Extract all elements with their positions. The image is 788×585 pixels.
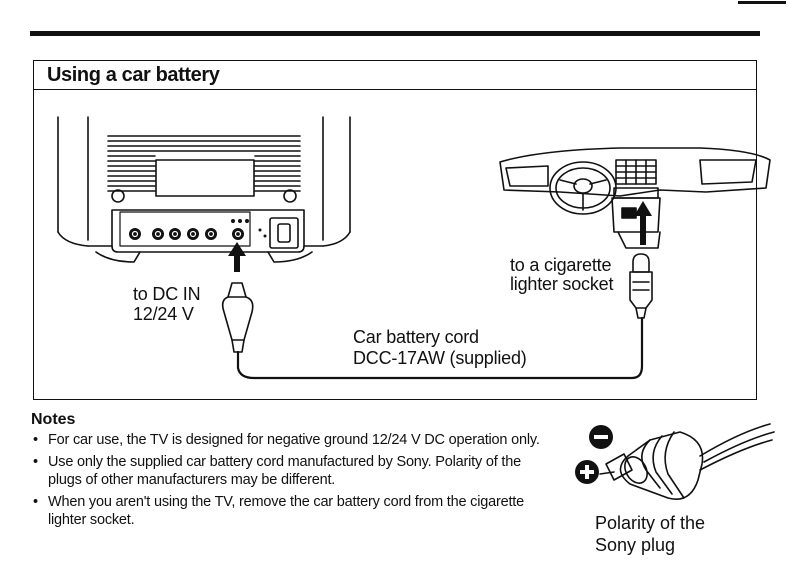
note-item: • Use only the supplied car battery cord… <box>31 453 551 490</box>
top-rule <box>30 31 760 36</box>
bullet-icon: • <box>33 453 38 470</box>
arrow-to-dc-in <box>228 242 246 272</box>
car-dashboard-illustration <box>499 147 771 249</box>
socket-label-line2: lighter socket <box>510 274 614 294</box>
car-battery-cord <box>236 316 644 380</box>
bullet-icon: • <box>33 432 38 448</box>
bullet-icon: • <box>33 493 38 510</box>
polarity-symbols <box>575 425 613 484</box>
sony-plug-illustration <box>599 423 775 500</box>
tv-side-plug <box>221 282 254 353</box>
note-text: For car use, the TV is designed for nega… <box>48 432 540 448</box>
section-title: Using a car battery <box>47 64 220 86</box>
polarity-caption: Polarity of the Sony plug <box>595 512 745 556</box>
socket-label-line1: to a cigarette <box>510 255 612 275</box>
arrow-to-socket <box>634 201 652 245</box>
tv-illustration <box>57 116 351 263</box>
notes-list: • For car use, the TV is designed for ne… <box>31 431 551 533</box>
notes-heading: Notes <box>31 411 76 428</box>
tv-jacks <box>129 219 267 240</box>
note-item: • For car use, the TV is designed for ne… <box>31 431 551 450</box>
section-title-bar: Using a car battery <box>34 61 756 90</box>
cord-label-line2: DCC-17AW (supplied) <box>353 348 527 368</box>
note-item: • When you aren't using the TV, remove t… <box>31 493 551 530</box>
cord-label-line1: Car battery cord <box>353 327 479 347</box>
dc-in-label-line2: 12/24 V <box>133 304 194 324</box>
section-box: Using a car battery <box>33 60 757 400</box>
note-text: When you aren't using the TV, remove the… <box>48 493 524 529</box>
cigarette-lighter-plug <box>629 253 653 319</box>
dc-in-label-line1: to DC IN <box>133 284 201 304</box>
polarity-caption-line2: Sony plug <box>595 535 676 555</box>
polarity-caption-line1: Polarity of the <box>595 513 706 533</box>
note-text: Use only the supplied car battery cord m… <box>48 453 521 489</box>
page-corner-mark <box>738 1 786 4</box>
